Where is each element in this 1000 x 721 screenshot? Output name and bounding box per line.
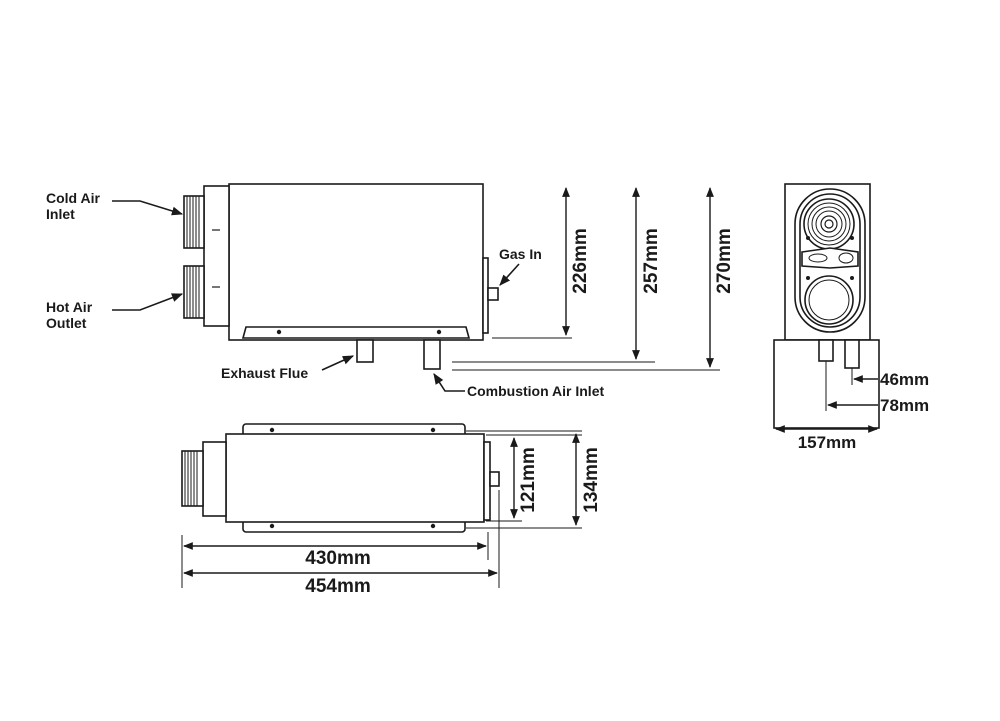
hot-air-outlet-spigot (183, 265, 205, 319)
hot-air-outlet-label-line2: Outlet (46, 315, 87, 331)
side-view-mounting-flange (241, 326, 471, 339)
end-view: 46mm 78mm 157mm (773, 183, 929, 452)
side-view-front-plate (203, 185, 230, 327)
gas-in-stub (487, 287, 499, 301)
cold-air-inlet-label-line1: Cold Air (46, 190, 100, 206)
offset-dim-78: 78mm (880, 396, 929, 415)
combustion-air-inlet-label: Combustion Air Inlet (467, 383, 604, 399)
exhaust-flue-pipe (356, 339, 374, 363)
width-dim-121: 121mm (518, 447, 539, 513)
end-view-control-panel (801, 247, 859, 269)
end-width-dim-157: 157mm (798, 433, 857, 452)
width-dim-134: 134mm (581, 447, 602, 513)
gas-in-label: Gas In (499, 246, 542, 262)
length-dim-430: 430mm (305, 548, 371, 569)
exhaust-flue-label: Exhaust Flue (221, 365, 308, 381)
hot-air-outlet-label-line1: Hot Air (46, 299, 93, 315)
top-view-body (225, 433, 485, 523)
combustion-air-inlet-pipe (423, 339, 441, 370)
length-dim-454: 454mm (305, 576, 371, 597)
cold-air-inlet-spigot (183, 195, 205, 249)
side-view: Cold Air Inlet Hot Air Outlet Gas In Exh… (46, 183, 735, 399)
top-view: 121mm 134mm 430mm 454mm (181, 423, 602, 597)
height-dim-257: 257mm (641, 228, 662, 294)
cold-air-inlet-label-line2: Inlet (46, 206, 75, 222)
end-view-hot-air-spigot (804, 275, 854, 325)
side-view-body (228, 183, 484, 341)
top-view-spigot (181, 450, 204, 507)
height-dim-226: 226mm (570, 228, 591, 294)
offset-dim-46: 46mm (880, 370, 929, 389)
top-view-front-plate (202, 441, 227, 517)
height-dim-270: 270mm (714, 228, 735, 294)
